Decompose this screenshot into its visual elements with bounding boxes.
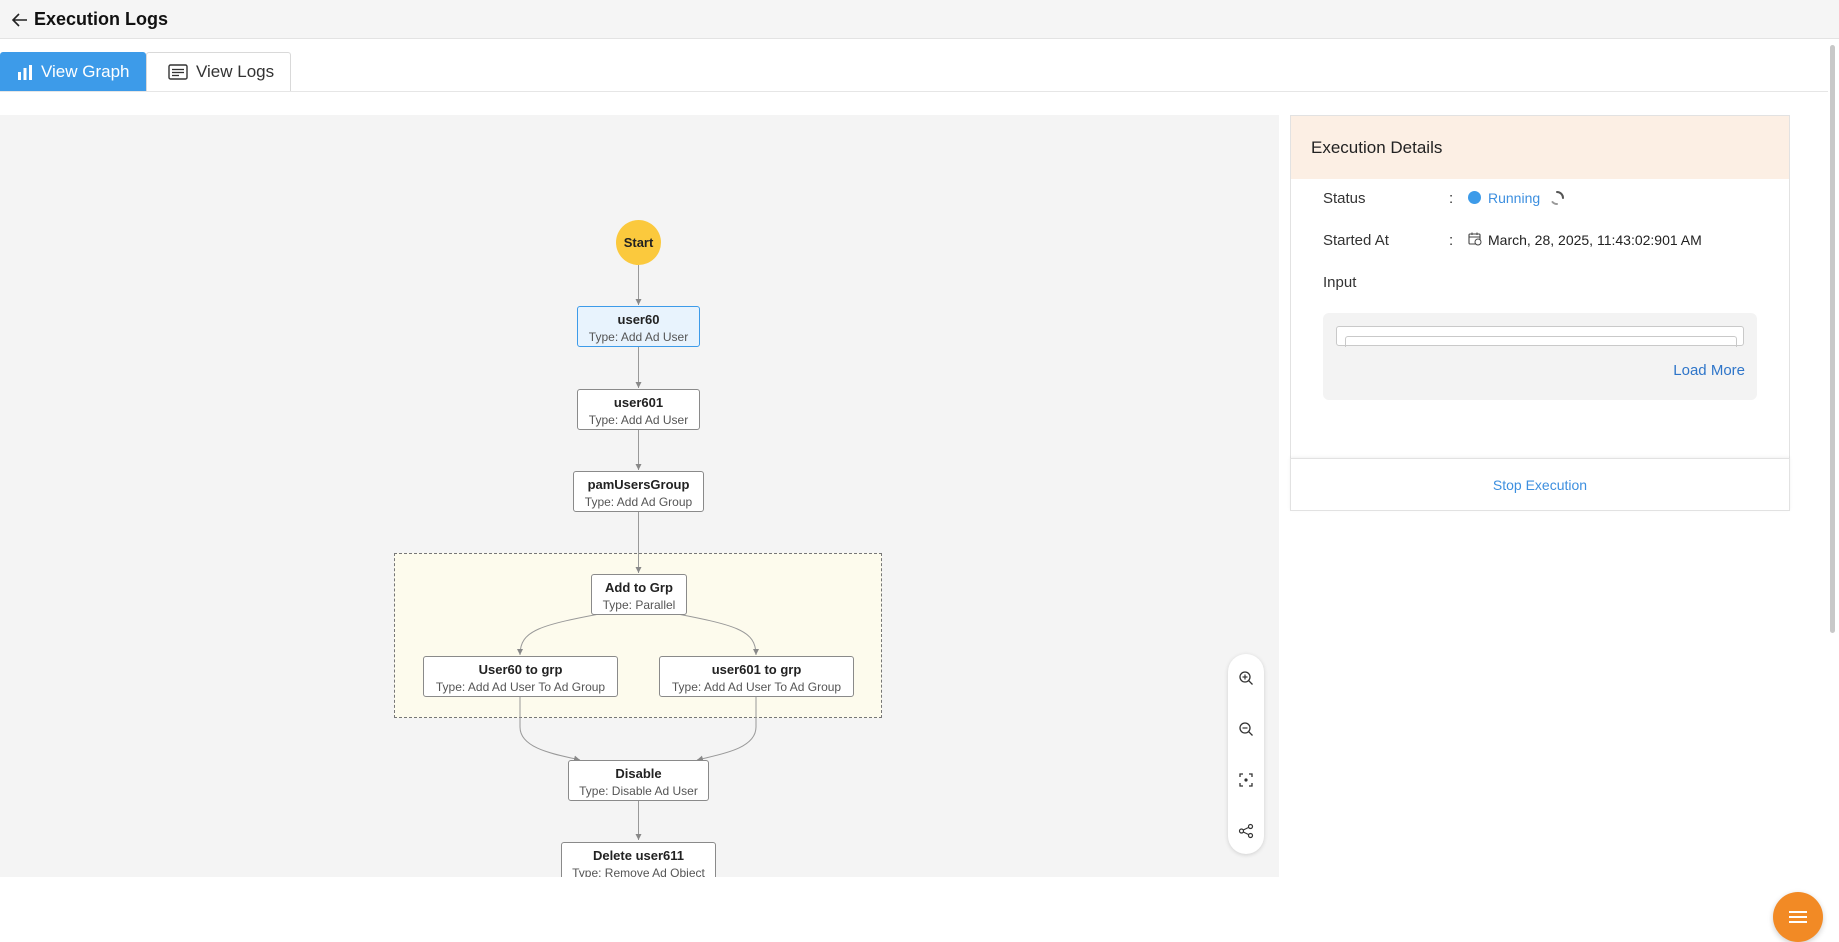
input-json-inner <box>1345 336 1737 347</box>
input-json-area: Load More <box>1323 313 1757 400</box>
node-title: Disable <box>615 766 662 781</box>
top-bar: Execution Logs <box>0 0 1839 39</box>
stop-execution-bar: Stop Execution <box>1290 458 1790 511</box>
graph-node-add-to-grp[interactable]: Add to Grp Type: Parallel <box>591 574 687 615</box>
node-type: Type: Add Ad Group <box>584 495 693 509</box>
loading-spinner-icon <box>1551 191 1564 206</box>
page-scrollbar[interactable] <box>1830 45 1835 633</box>
started-at-colon: : <box>1449 232 1454 249</box>
tab-view-graph-label: View Graph <box>41 61 130 81</box>
calendar-clock-icon <box>1468 232 1482 246</box>
tab-view-logs[interactable]: View Logs <box>146 52 291 91</box>
input-json-viewer[interactable] <box>1336 326 1744 347</box>
node-title: user601 <box>613 395 664 410</box>
node-type: Type: Add Ad User <box>588 413 689 427</box>
graph-node-user60-to-grp[interactable]: User60 to grp Type: Add Ad User To Ad Gr… <box>423 656 618 697</box>
node-title: Delete user611 <box>592 848 685 863</box>
graph-node-user60[interactable]: user60 Type: Add Ad User <box>577 306 700 347</box>
workflow-graph-canvas[interactable]: Start user60 Type: Add Ad User user601 T… <box>0 115 1279 877</box>
start-node-label: Start <box>623 235 654 250</box>
page-title: Execution Logs <box>34 9 169 29</box>
status-label: Status <box>1323 190 1366 207</box>
tab-view-graph[interactable]: View Graph <box>0 52 146 91</box>
node-title: pamUsersGroup <box>587 477 690 492</box>
graph-node-pamusersgroup[interactable]: pamUsersGroup Type: Add Ad Group <box>573 471 704 512</box>
fit-view-button[interactable] <box>1228 762 1264 798</box>
graph-zoom-controls <box>1228 654 1264 854</box>
node-type: Type: Disable Ad User <box>579 784 698 798</box>
graph-node-user601[interactable]: user601 Type: Add Ad User <box>577 389 700 430</box>
status-value: Running <box>1488 190 1541 206</box>
zoom-out-button[interactable] <box>1228 711 1264 747</box>
started-at-value: March, 28, 2025, 11:43:02:901 AM <box>1488 232 1702 248</box>
execution-details-panel: Execution Details Status : Running Start… <box>1290 115 1790 511</box>
bar-chart-icon <box>18 64 32 80</box>
execution-details-title: Execution Details <box>1311 137 1443 157</box>
node-type: Type: Add Ad User To Ad Group <box>435 680 606 694</box>
node-title: user60 <box>617 312 660 327</box>
share-nodes-icon <box>1238 823 1254 839</box>
status-colon: : <box>1449 190 1454 207</box>
back-arrow-icon[interactable] <box>10 10 30 30</box>
started-at-label: Started At <box>1323 232 1389 249</box>
input-label: Input <box>1323 274 1357 291</box>
execution-details-header: Execution Details <box>1291 116 1789 179</box>
node-title: user601 to grp <box>711 662 802 677</box>
load-more-link[interactable]: Load More <box>1673 362 1745 379</box>
zoom-out-icon <box>1239 722 1253 736</box>
log-list-icon <box>168 64 188 80</box>
graph-node-delete-user611[interactable]: Delete user611 Type: Remove Ad Object <box>561 842 716 877</box>
graph-node-disable[interactable]: Disable Type: Disable Ad User <box>568 760 709 801</box>
node-type: Type: Remove Ad Object <box>572 866 705 877</box>
start-node[interactable]: Start <box>616 220 661 265</box>
hamburger-menu-icon <box>1789 911 1807 923</box>
node-title: User60 to grp <box>478 662 563 677</box>
zoom-in-icon <box>1239 671 1253 685</box>
tab-view-logs-label: View Logs <box>196 62 275 81</box>
layout-button[interactable] <box>1228 813 1264 849</box>
graph-edges <box>517 265 759 840</box>
node-type: Type: Add Ad User <box>588 330 689 344</box>
stop-execution-button[interactable]: Stop Execution <box>1492 476 1588 493</box>
view-tabs: View Graph View Logs <box>0 52 1828 92</box>
fit-view-icon <box>1239 773 1253 787</box>
graph-node-user601-to-grp[interactable]: user601 to grp Type: Add Ad User To Ad G… <box>659 656 854 697</box>
status-running-dot <box>1468 191 1481 204</box>
menu-fab-button[interactable] <box>1773 892 1823 942</box>
node-title: Add to Grp <box>605 580 673 595</box>
node-type: Type: Parallel <box>602 598 676 612</box>
node-type: Type: Add Ad User To Ad Group <box>671 680 842 694</box>
zoom-in-button[interactable] <box>1228 660 1264 696</box>
